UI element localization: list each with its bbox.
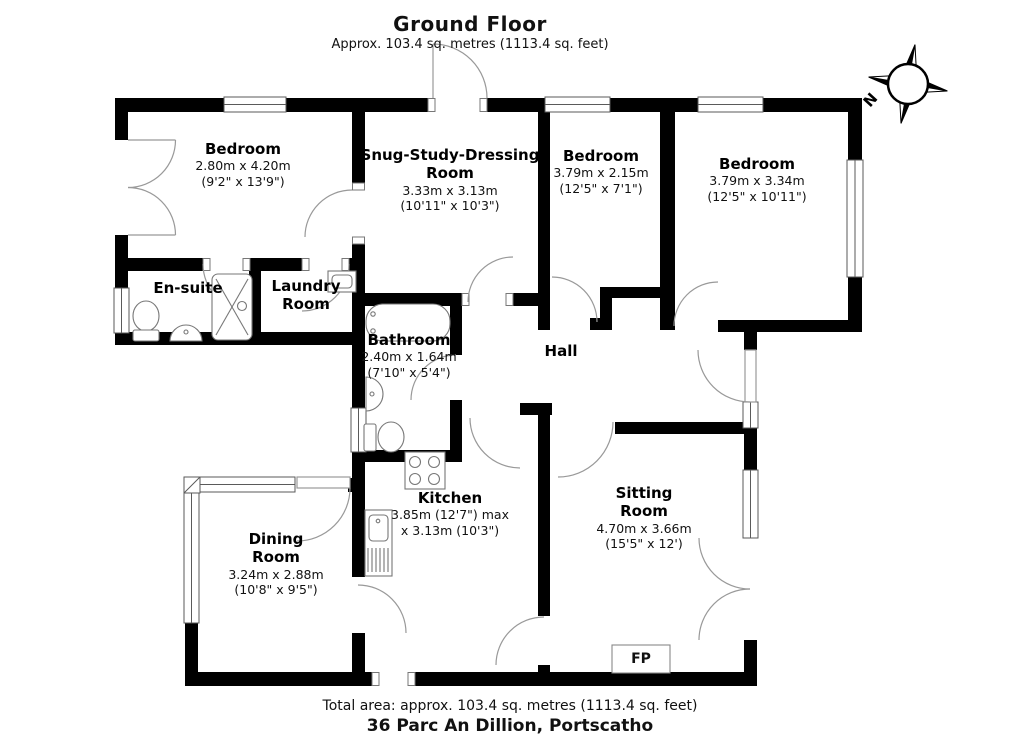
total-area-text: Total area: approx. 103.4 sq. metres (11… — [322, 698, 698, 714]
room-label-hall: Hall — [544, 342, 578, 360]
room-label-sitting: Sitting Room 4.70m x 3.66m (15'5" x 12') — [596, 484, 692, 551]
door-bathroom — [410, 354, 457, 401]
door-bedroom3 — [673, 281, 719, 327]
window-bedroom1-top — [223, 96, 287, 113]
door-sitting-room — [557, 421, 614, 478]
hob-kitchen — [404, 451, 446, 490]
door-bedroom2 — [551, 276, 598, 323]
windows — [113, 96, 864, 624]
window-bedroom2-top — [544, 96, 611, 113]
window-bedroom3-top — [697, 96, 764, 113]
room-label-bathroom: Bathroom 2.40m x 1.64m (7'10" x 5'4") — [361, 331, 457, 380]
window-dining-left — [183, 489, 200, 624]
window-hall-right — [742, 401, 759, 429]
window-dining-corner — [183, 476, 201, 494]
door-snug — [467, 256, 514, 303]
door-kitchen — [469, 417, 521, 469]
fixtures — [132, 270, 671, 674]
window-ensuite-left — [113, 287, 130, 334]
sink-kitchen — [364, 509, 393, 577]
window-bathroom-left — [350, 407, 367, 453]
sink-laundry — [327, 270, 357, 293]
room-label-kitchen: Kitchen 3.85m (12'7") max x 3.13m (10'3"… — [391, 489, 509, 538]
door-kitchen-dining — [357, 584, 407, 634]
basin-bathroom — [365, 376, 384, 412]
door-front-entrance — [432, 43, 488, 99]
fireplace — [611, 644, 671, 674]
door-dining-garden — [296, 476, 351, 542]
window-sitting-right — [742, 469, 759, 539]
room-label-bedroom-2: Bedroom 3.79m x 2.15m (12'5" x 7'1") — [553, 147, 649, 196]
page-title: Ground Floor — [393, 12, 547, 36]
room-label-snug-study-dressing: Snug-Study-Dressing Room 3.33m x 3.13m (… — [360, 146, 540, 213]
door-french-sitting — [698, 537, 751, 641]
compass-icon: N — [860, 44, 948, 124]
address-text: 36 Parc An Dillion, Portscatho — [366, 716, 654, 736]
page-subtitle: Approx. 103.4 sq. metres (1113.4 sq. fee… — [331, 37, 609, 52]
room-label-laundry: Laundry Room — [271, 277, 341, 314]
door-kitchen-sitting — [495, 616, 545, 666]
wall-openings — [115, 98, 487, 686]
compass-north-label: N — [860, 89, 882, 110]
door-french-bedroom1 — [127, 139, 177, 236]
toilet-ensuite — [132, 300, 160, 342]
basin-ensuite — [169, 324, 203, 342]
window-bedroom3-right — [846, 159, 864, 278]
toilet-bathroom — [363, 421, 405, 453]
shower-ensuite — [211, 273, 253, 341]
room-label-bedroom-3: Bedroom 3.79m x 3.34m (12'5" x 10'11") — [707, 155, 807, 204]
door-jambs — [202, 98, 514, 686]
room-label-ensuite: En-suite — [153, 279, 223, 297]
bathtub — [365, 303, 451, 342]
window-dining-top — [198, 476, 296, 493]
room-label-bedroom-1: Bedroom 2.80m x 4.20m (9'2" x 13'9") — [195, 140, 291, 189]
door-side-entrance — [697, 349, 757, 403]
door-bedroom1 — [304, 189, 353, 238]
room-label-dining: Dining Room 3.24m x 2.88m (10'8" x 9'5") — [228, 530, 324, 597]
fireplace-label: FP — [631, 651, 651, 667]
